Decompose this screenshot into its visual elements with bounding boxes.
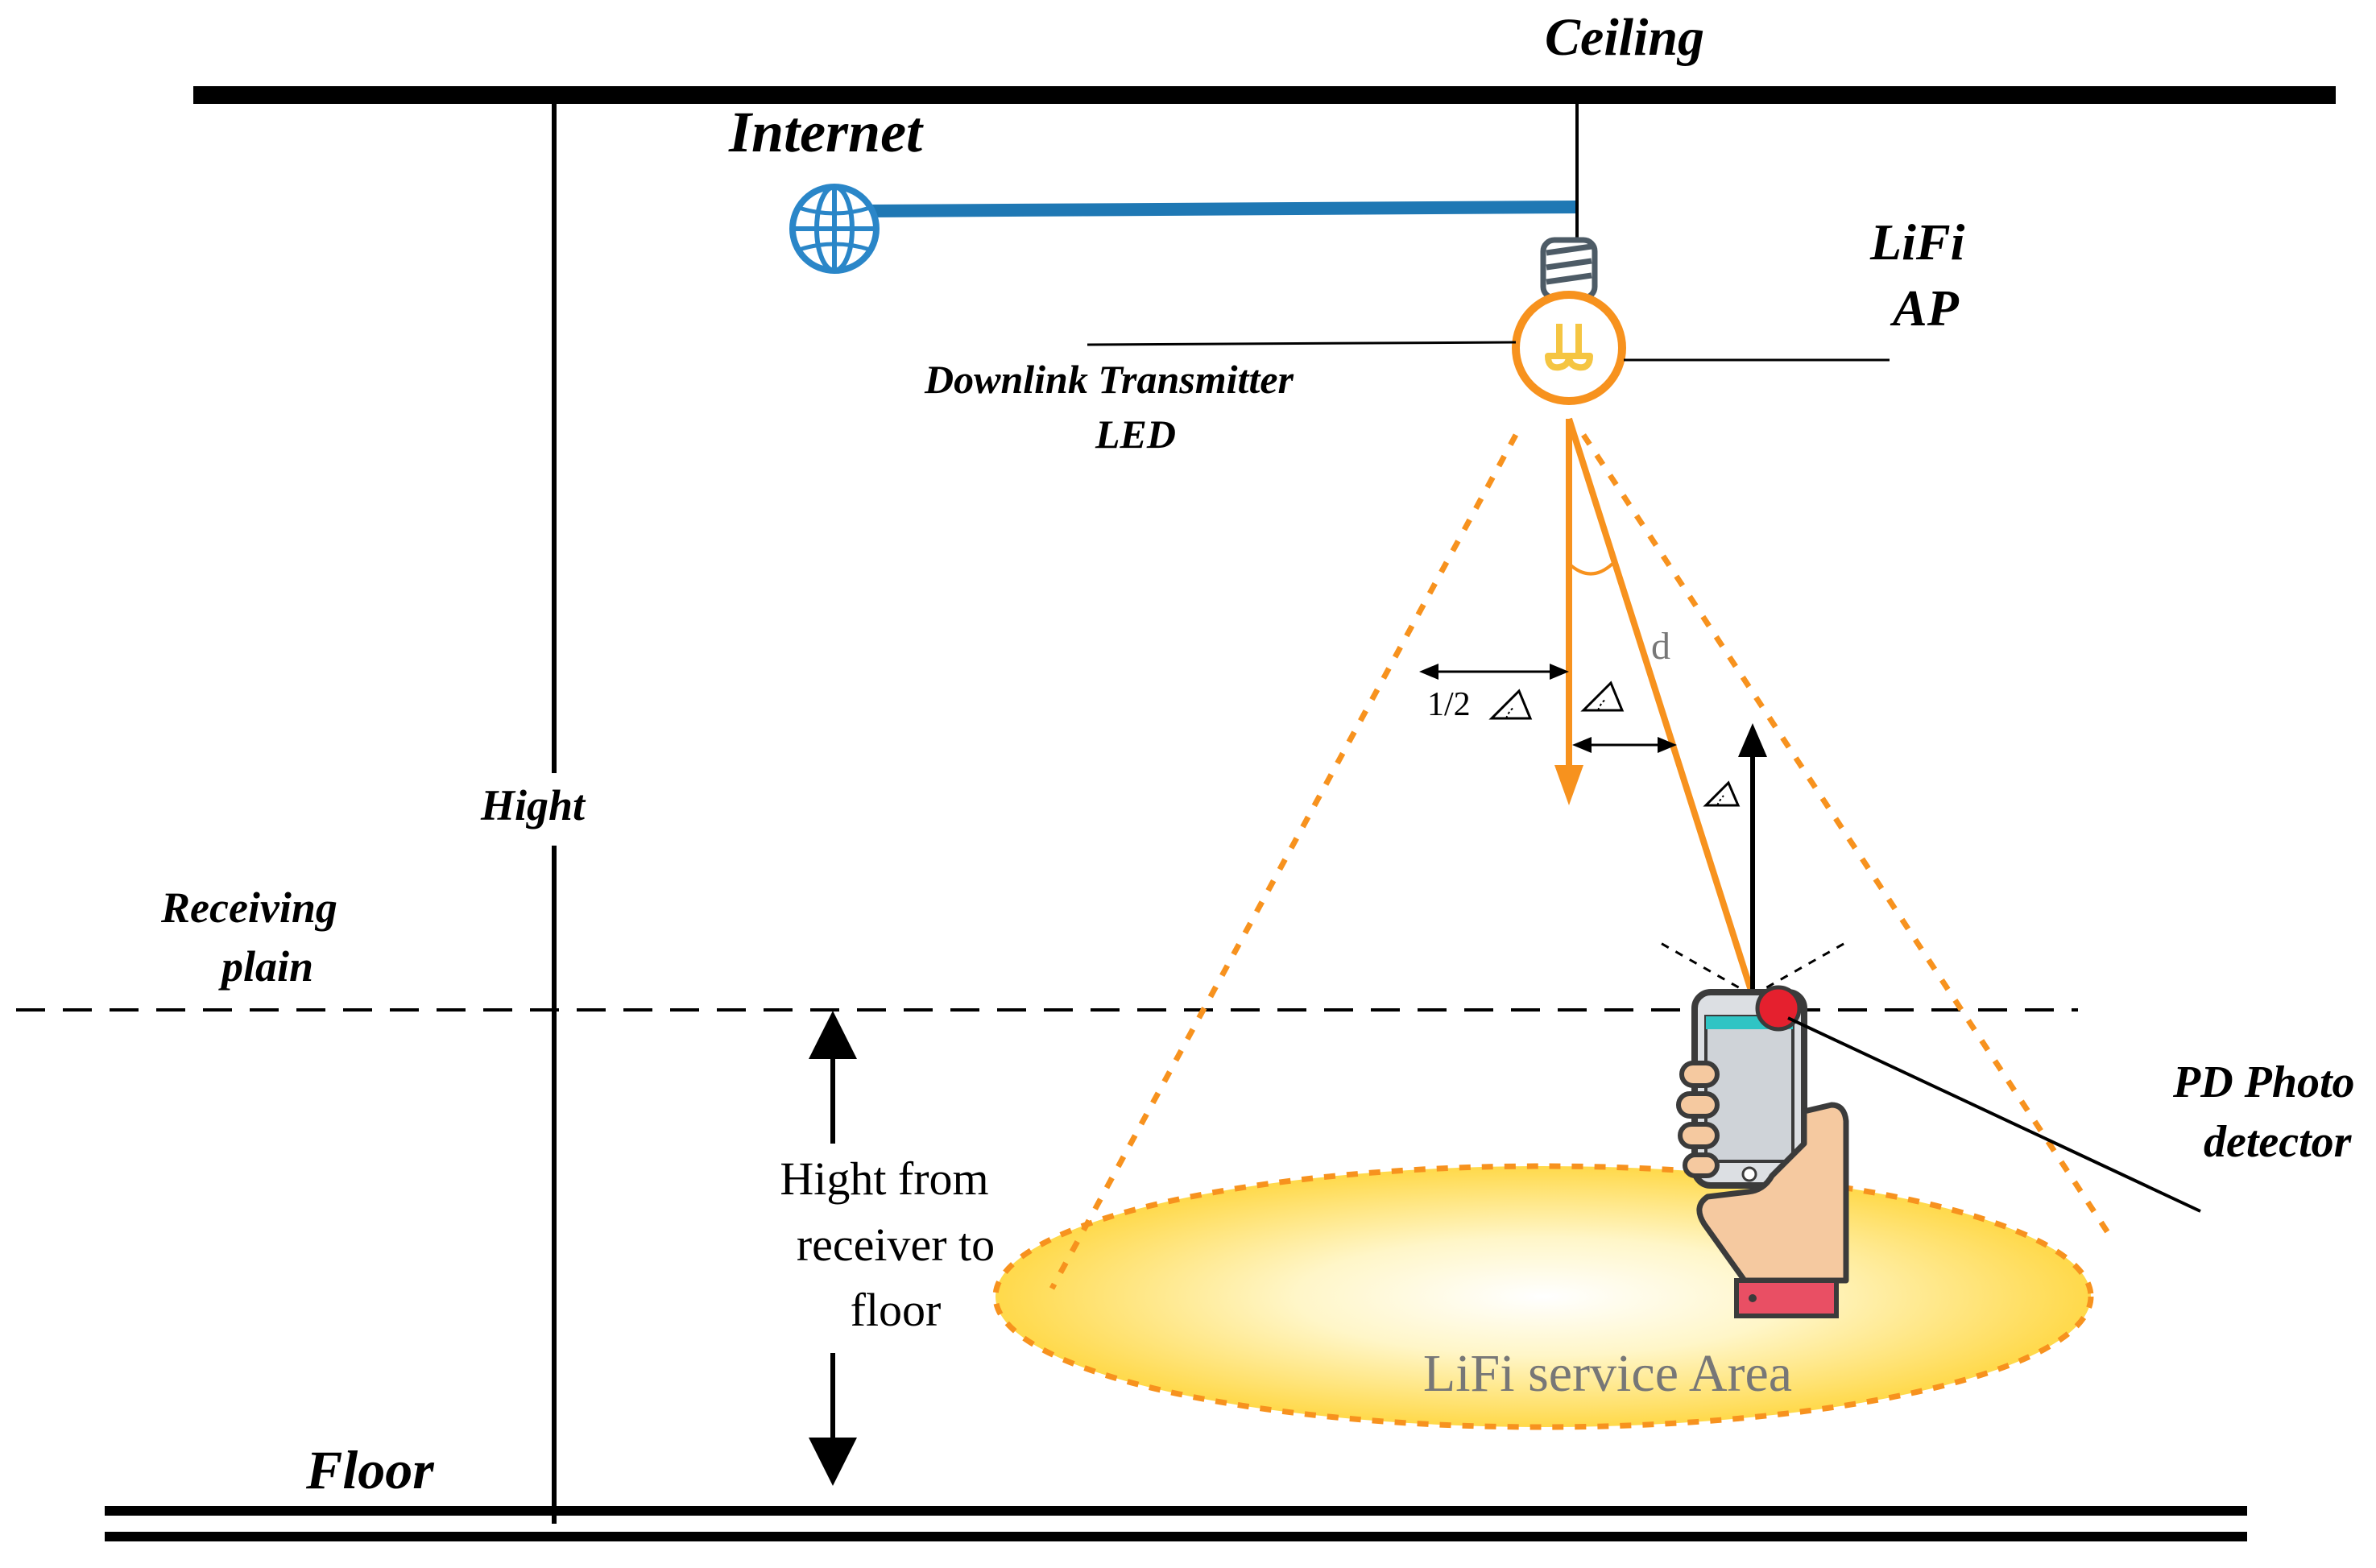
cone-edge-right	[1581, 433, 2113, 1238]
led-bulb-icon	[1512, 237, 1626, 405]
photodetector	[1755, 985, 1802, 1032]
angle-icon	[1580, 681, 1625, 712]
pd-label-2: detector	[2204, 1117, 2353, 1167]
vertical-ray-arrowhead	[1554, 765, 1583, 805]
angle-icon	[1488, 689, 1533, 720]
distance-label: d	[1651, 625, 1670, 668]
downlink-label-2: LED	[1095, 412, 1176, 457]
fov-line-right	[1752, 939, 1850, 997]
ceiling-label: Ceiling	[1545, 8, 1704, 67]
downlink-leader	[1087, 341, 1517, 346]
receiving-label-2: plain	[218, 942, 313, 991]
angle-icon	[1703, 780, 1741, 807]
cone-edge-left	[1049, 433, 1519, 1290]
receiver-floor-label-1: Hight from	[780, 1152, 988, 1205]
distance-ray	[1566, 417, 1756, 997]
height-label: Hight	[480, 781, 586, 830]
lifi-ap-label-1: LiFi	[1869, 213, 1965, 271]
pd-leader	[1787, 1016, 2201, 1213]
receiving-label-1: Receiving	[160, 883, 337, 932]
internet-cable	[869, 201, 1578, 217]
pd-label-1: PD Photo	[2172, 1057, 2355, 1107]
floor-label: Floor	[305, 1439, 434, 1500]
service-area-label: LiFi service Area	[1423, 1344, 1792, 1403]
downlink-label-1: Downlink Transmitter	[924, 357, 1294, 402]
internet-label: Internet	[728, 100, 924, 164]
receiver-normal-arrowhead	[1738, 723, 1767, 757]
smartphone-in-hand-icon	[1676, 989, 1849, 1318]
receiver-floor-label-3: floor	[851, 1284, 942, 1336]
receiver-floor-label-2: receiver to	[797, 1218, 995, 1271]
half-angle-label: 1/2	[1427, 686, 1471, 723]
lifi-ap-label-2: AP	[1890, 279, 1960, 337]
fov-line-left	[1658, 941, 1753, 997]
globe-icon	[789, 184, 880, 274]
irradiance-angle-arc	[1567, 562, 1614, 576]
